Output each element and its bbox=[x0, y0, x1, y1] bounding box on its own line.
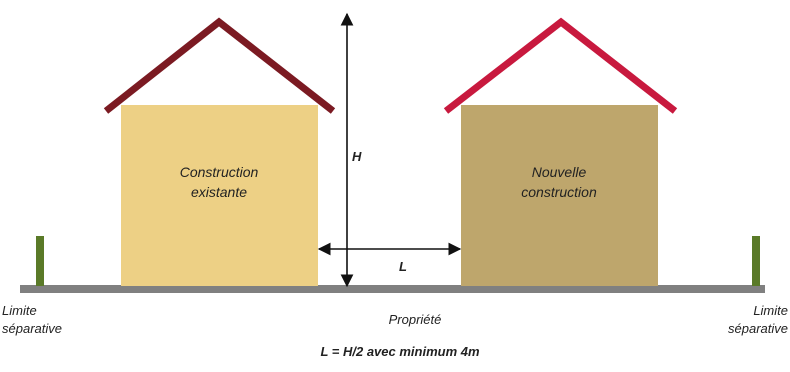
height-label: H bbox=[352, 149, 362, 164]
right-boundary-label: Limite séparative bbox=[728, 303, 788, 336]
rule-caption: L = H/2 avec minimum 4m bbox=[320, 344, 480, 359]
existing-building-roof bbox=[103, 17, 336, 114]
new-building-wall bbox=[461, 105, 658, 286]
left-boundary-label: Limite séparative bbox=[2, 303, 62, 336]
ground-line bbox=[20, 285, 765, 293]
new-building-roof bbox=[443, 17, 678, 114]
existing-building-wall bbox=[121, 105, 318, 286]
right-boundary-post bbox=[752, 236, 760, 286]
new-building-label: Nouvelle construction bbox=[521, 164, 597, 200]
existing-building-label: Construction existante bbox=[179, 164, 259, 200]
distance-label: L bbox=[399, 259, 407, 274]
left-boundary-post bbox=[36, 236, 44, 286]
property-label: Propriété bbox=[388, 312, 442, 327]
